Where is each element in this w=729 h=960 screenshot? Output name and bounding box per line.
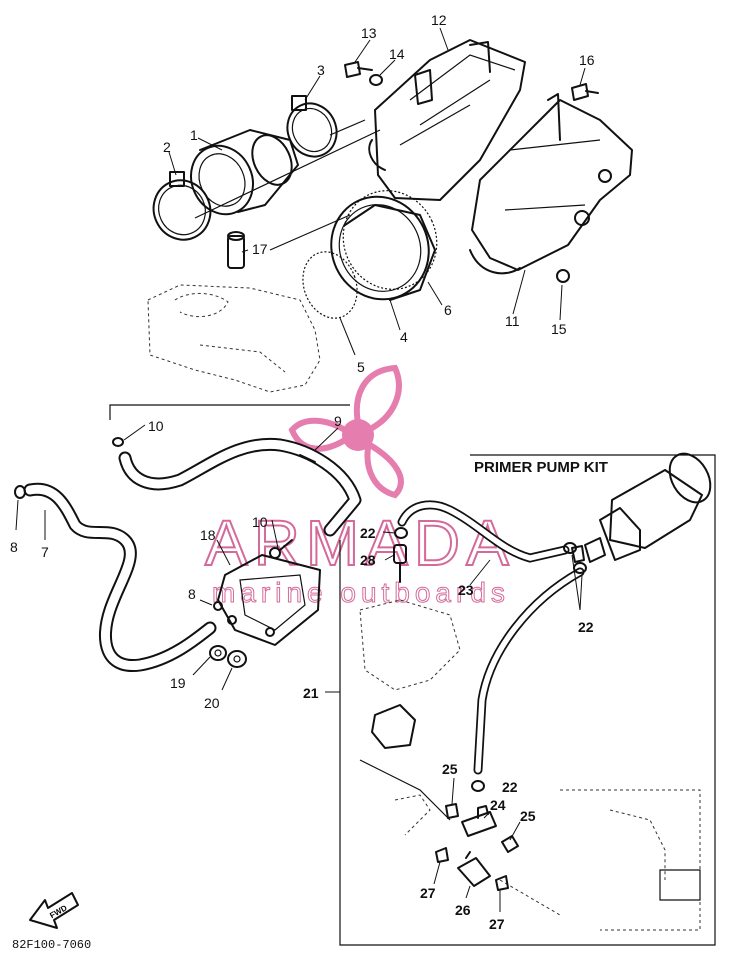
gasket-ring	[342, 190, 438, 290]
check-valve	[393, 544, 407, 583]
hose-clip	[501, 835, 519, 853]
callout-11: 11	[505, 313, 520, 329]
nut	[556, 269, 570, 283]
callout-19: 19	[170, 675, 186, 691]
fuel-pump	[217, 539, 321, 646]
primer-hose	[397, 500, 570, 563]
rubber-joint	[190, 129, 299, 216]
o-ring	[302, 251, 358, 319]
washer	[369, 74, 383, 86]
callout-18: 18	[200, 527, 216, 543]
callout-8a: 8	[10, 539, 18, 555]
bolt	[344, 61, 373, 78]
callout-17: 17	[252, 241, 268, 257]
callout-16: 16	[579, 52, 595, 68]
hose-joint	[457, 851, 491, 887]
callout-28: 28	[360, 552, 376, 568]
callout-2: 2	[163, 139, 171, 155]
hose-clip	[112, 437, 124, 447]
primer-kit-frame	[339, 454, 716, 946]
bolt	[571, 83, 599, 101]
callout-23: 23	[458, 582, 474, 598]
joint-seal	[330, 195, 436, 301]
hose-clamp	[286, 95, 338, 158]
callout-9: 9	[334, 413, 342, 429]
callout-7: 7	[41, 544, 49, 560]
carburetor-outline	[359, 599, 701, 931]
armada-watermark: ARMADA marine outboards	[204, 364, 510, 609]
primer-hose	[473, 567, 585, 775]
callout-6: 6	[444, 302, 452, 318]
bracket-line	[109, 404, 350, 420]
t-joint	[461, 805, 497, 837]
callout-27b: 27	[489, 916, 505, 932]
callout-10a: 10	[148, 418, 164, 434]
callout-8b: 8	[188, 586, 196, 602]
primer-kit-title: PRIMER PUMP KIT	[474, 459, 608, 476]
fuel-hose	[23, 482, 217, 672]
callout-13: 13	[361, 25, 377, 41]
callout-24: 24	[490, 797, 506, 813]
nut	[227, 650, 247, 668]
propeller-logo-icon	[288, 364, 404, 499]
primer-pump	[571, 452, 712, 563]
washer	[209, 645, 227, 661]
silencer-case	[469, 93, 633, 275]
hose-clip	[435, 847, 449, 863]
callout-14: 14	[389, 46, 405, 62]
callout-25a: 25	[442, 761, 458, 777]
callout-22b: 22	[578, 619, 594, 635]
callout-22c: 22	[502, 779, 518, 795]
callout-4: 4	[400, 329, 408, 345]
callout-21: 21	[303, 685, 319, 701]
hose-clip	[213, 601, 223, 611]
callout-3: 3	[317, 62, 325, 78]
watermark-tagline: marine outboards	[212, 577, 510, 608]
callout-26: 26	[455, 902, 471, 918]
callout-5a: 5	[357, 359, 365, 375]
leader-lines	[15, 27, 586, 912]
callout-22a: 22	[360, 525, 376, 541]
callout-27a: 27	[420, 885, 436, 901]
callout-20: 20	[204, 695, 220, 711]
callout-1: 1	[190, 127, 198, 143]
hose-clip	[495, 875, 509, 891]
callout-15: 15	[551, 321, 567, 337]
callout-25b: 25	[520, 808, 536, 824]
drawing-code: 82F100-7060	[12, 938, 91, 952]
breather-hose	[118, 437, 362, 537]
hose-clip	[445, 803, 459, 819]
fwd-arrow-icon: FWD	[29, 892, 79, 929]
hose-clip	[14, 485, 26, 499]
callout-10b: 10	[252, 514, 268, 530]
engine-outline	[147, 284, 321, 393]
fitting	[227, 231, 245, 269]
callout-12: 12	[431, 12, 447, 28]
silencer-cover	[368, 39, 526, 201]
hose-clip	[471, 780, 485, 792]
